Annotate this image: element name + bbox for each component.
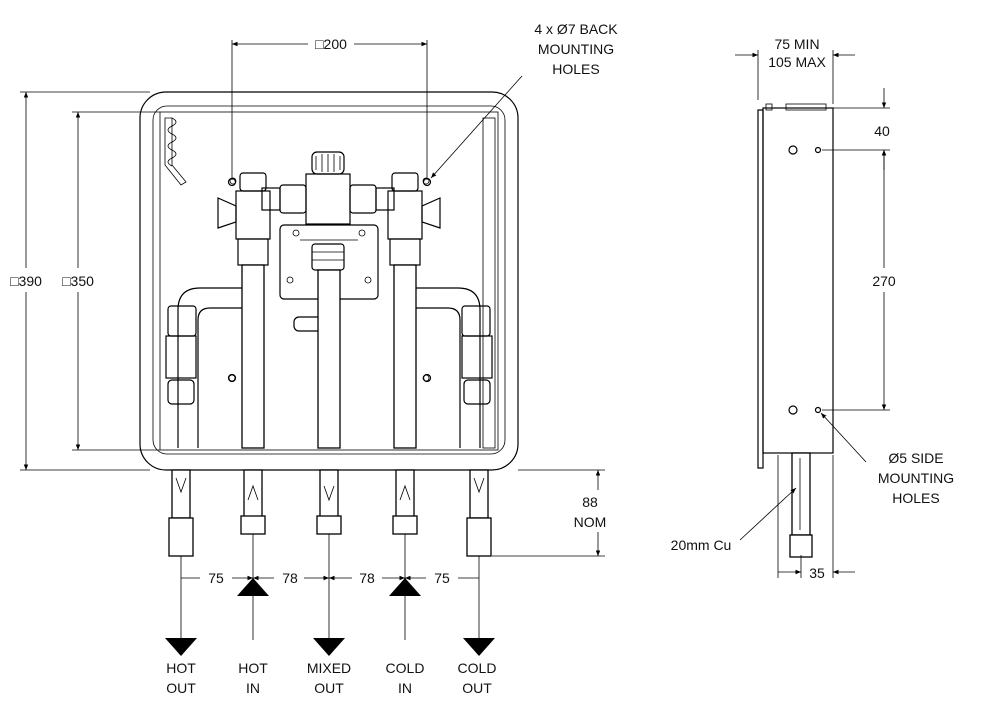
internal-pipework (165, 264, 493, 449)
spacing-3-label: 78 (359, 570, 375, 586)
dim-top-width: □200 (231, 36, 428, 180)
dim-side-top: 40 (822, 88, 890, 170)
dim-tail-spacing: 75 78 78 75 (180, 534, 480, 640)
inner-height-label: □350 (62, 273, 94, 289)
pipe-offset-label: 35 (809, 565, 825, 581)
top-width-label: □200 (315, 36, 347, 52)
side-holes-line1: Ø5 SIDE (888, 450, 943, 466)
pipe-size-label: 20mm Cu (671, 537, 732, 553)
depth-line2: 105 MAX (768, 54, 826, 70)
connection-labels: HOT OUT HOT IN MIXED OUT COLD IN COLD OU… (166, 660, 496, 696)
hot-out-label-1: HOT (166, 660, 196, 676)
tail-projection-line2: NOM (574, 514, 607, 530)
back-holes-line2: MOUNTING (538, 41, 614, 57)
side-hole-spacing-label: 270 (872, 273, 896, 289)
hot-in-arrow-icon (237, 578, 269, 596)
dim-side-hole-spacing: 270 (822, 150, 896, 411)
side-holes-line3: HOLES (892, 490, 939, 506)
connection-tails (168, 469, 492, 557)
spacing-4-label: 75 (434, 570, 450, 586)
spacing-1-label: 75 (208, 570, 224, 586)
cold-in-label-2: IN (398, 680, 412, 696)
hot-in-label-1: HOT (238, 660, 268, 676)
dim-overall-height: □390 (10, 91, 150, 471)
back-holes-line3: HOLES (552, 61, 599, 77)
cabinet-side-view (757, 103, 834, 558)
cold-out-arrow-icon (463, 638, 495, 656)
cold-in-isolation-valve (387, 172, 441, 266)
dim-pipe-offset: 35 (777, 455, 855, 581)
side-holes-callout: Ø5 SIDE MOUNTING HOLES (820, 412, 954, 506)
spacing-2-label: 78 (282, 570, 298, 586)
dim-inner-height: □350 (62, 111, 160, 451)
mixed-out-label-2: OUT (314, 680, 344, 696)
flow-direction-arrows (165, 578, 495, 656)
hot-in-label-2: IN (246, 680, 260, 696)
hot-out-arrow-icon (165, 638, 197, 656)
back-holes-callout: 4 x Ø7 BACK MOUNTING HOLES (430, 21, 618, 179)
dim-tail-projection: 88 NOM (492, 469, 607, 557)
mixed-out-label-1: MIXED (307, 660, 351, 676)
cold-in-label-1: COLD (386, 660, 425, 676)
overall-height-label: □390 (10, 273, 42, 289)
tail-projection-line1: 88 (582, 494, 598, 510)
dim-depth: 75 MIN 105 MAX (735, 36, 855, 104)
cold-in-arrow-icon (389, 578, 421, 596)
back-holes-line1: 4 x Ø7 BACK (534, 21, 618, 37)
cold-out-label-1: COLD (458, 660, 497, 676)
mixed-out-arrow-icon (313, 638, 345, 656)
side-holes-line2: MOUNTING (878, 470, 954, 486)
depth-line1: 75 MIN (774, 36, 819, 52)
hot-out-label-2: OUT (166, 680, 196, 696)
pipe-size-callout: 20mm Cu (671, 487, 797, 553)
cold-out-label-2: OUT (462, 680, 492, 696)
side-top-label: 40 (874, 123, 890, 139)
hot-in-isolation-valve (217, 172, 271, 266)
mixing-valve (261, 151, 395, 332)
